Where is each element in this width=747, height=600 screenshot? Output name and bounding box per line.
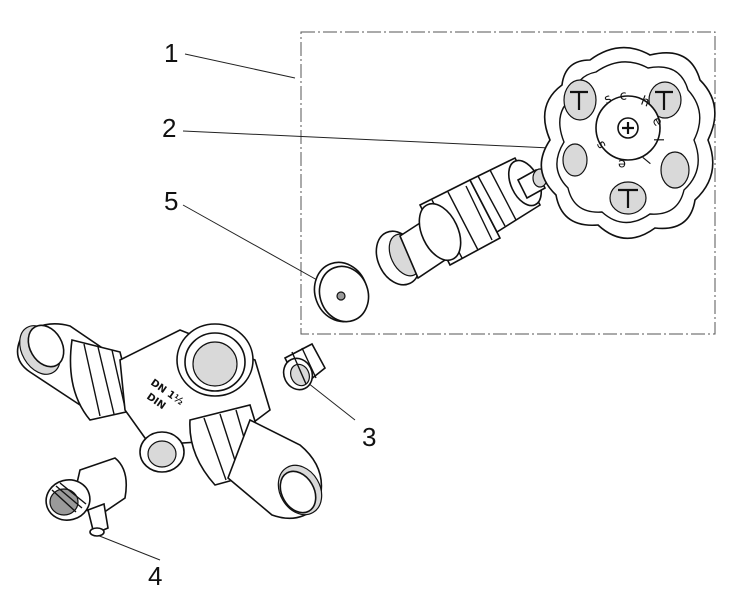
- part-4-drain-valve: [45, 457, 128, 537]
- leader-4: [96, 534, 161, 561]
- wheel-letter-7: e: [618, 156, 626, 171]
- callout-3: 3: [362, 422, 376, 452]
- leader-2: [182, 130, 551, 149]
- valve-body: DN 1½ DIN: [16, 323, 323, 520]
- callout-1: 1: [164, 38, 178, 68]
- wheel-letter-1: s: [602, 91, 614, 107]
- wheel-letter-2: c: [619, 88, 627, 104]
- leader-5: [182, 204, 336, 291]
- callout-5: 5: [164, 186, 178, 216]
- part-5-washer: [313, 261, 370, 323]
- callout-4: 4: [148, 561, 162, 591]
- wheel-letter-5: l: [650, 138, 665, 142]
- part-3-plug: [282, 342, 327, 391]
- assembly-group-box: [300, 31, 716, 335]
- leader-3: [307, 382, 356, 421]
- part-1-handwheel: s c h e l l e s: [540, 46, 716, 240]
- leader-lines: [96, 53, 551, 561]
- callout-2: 2: [162, 113, 176, 143]
- leader-1: [184, 53, 296, 79]
- part-headwork-spindle: [375, 156, 548, 286]
